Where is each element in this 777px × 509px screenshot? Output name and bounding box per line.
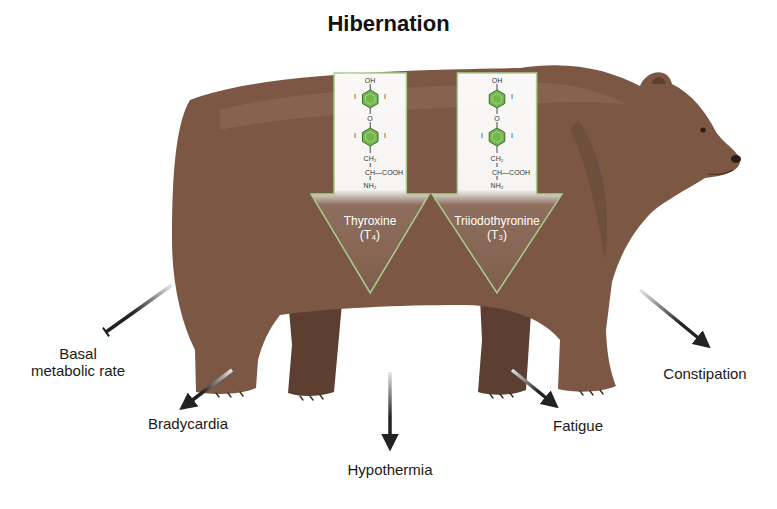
arrow-outline (432, 73, 562, 293)
effect-arrows (106, 285, 708, 448)
atom-label: OH (365, 77, 376, 84)
molecule-structure (362, 84, 378, 180)
bond-line (369, 108, 370, 114)
bear-body (172, 65, 740, 394)
atom-label: I (354, 132, 356, 139)
atom-label: O (367, 115, 372, 122)
bear-shoulder-shade (570, 120, 607, 260)
bond-line (497, 84, 498, 90)
benzene-ring (362, 90, 378, 108)
atom-label: I (481, 132, 483, 139)
diagram-title: Hibernation (327, 11, 449, 37)
atom-label: NH₂ (491, 182, 504, 189)
arrow-outline (311, 73, 429, 293)
bear-eye (700, 127, 705, 132)
atom-label: I (384, 132, 386, 139)
atom-label: CH—COOH (365, 169, 403, 176)
atom-label: I (511, 93, 513, 100)
bond-line (369, 84, 370, 90)
bear (172, 65, 741, 400)
bear-ear (652, 77, 666, 84)
bond-line (369, 163, 370, 167)
benzene-ring (362, 128, 378, 146)
bear-mouth (708, 170, 733, 174)
effect-arrow (388, 372, 392, 448)
atom-label: CH₂ (491, 155, 504, 162)
bear-highlight (220, 83, 625, 130)
atom-label: CH₂ (364, 155, 377, 162)
bear-nose (731, 155, 741, 163)
benzene-ring (489, 128, 505, 146)
bond-line (369, 146, 370, 153)
atom-label: CH—COOH (492, 169, 530, 176)
bond-line (497, 146, 498, 153)
effect-arrow (512, 370, 556, 406)
ring-inner (365, 94, 374, 105)
inhibition-arrow (106, 285, 172, 332)
atom-label: NH₂ (364, 182, 377, 189)
bond-line (497, 176, 498, 180)
bond-line (497, 122, 498, 128)
ring-inner (492, 132, 501, 143)
effect-label: Bradycardia (148, 415, 228, 432)
effect-label: Fatigue (553, 417, 603, 434)
ring-inner (365, 132, 374, 143)
hormone-arrow: OH I I O I I CH₂ CH—COOH NH₂ Thyroxine (T₄) (310, 72, 430, 294)
ring-inner (492, 94, 501, 105)
atom-label: OH (492, 77, 503, 84)
hormone-name: Triiodothyronine (T₃) (449, 214, 545, 243)
bond-line (369, 122, 370, 128)
effect-label: Constipation (663, 365, 746, 382)
bond-line (369, 176, 370, 180)
effect-arrow (640, 290, 708, 346)
bond-line (497, 108, 498, 114)
atom-label: I (354, 93, 356, 100)
molecule-structure (489, 84, 505, 180)
atom-label: O (494, 115, 499, 122)
hormone-arrow: OH I O I I CH₂ CH—COOH NH₂ Triiodothyronine (T₃) (431, 72, 563, 294)
effect-arrow (182, 370, 232, 408)
effect-label: Hypothermia (347, 461, 432, 478)
effect-label: Basal metabolic rate (28, 345, 128, 380)
atom-label: I (511, 132, 513, 139)
atom-label: I (384, 93, 386, 100)
hormone-name: Thyroxine (T₄) (339, 214, 401, 243)
benzene-ring (489, 90, 505, 108)
bond-line (497, 163, 498, 167)
